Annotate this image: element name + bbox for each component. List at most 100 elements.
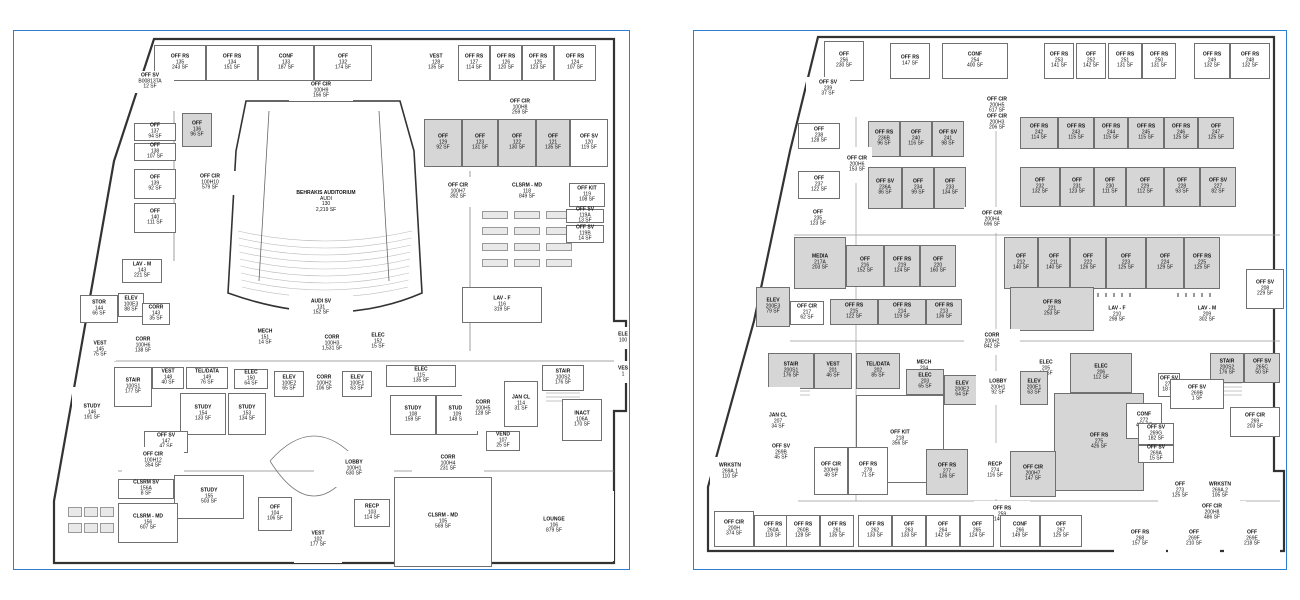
auditorium-num: 130 bbox=[321, 201, 331, 208]
room-area: 79 SF bbox=[766, 308, 780, 315]
room-area: 118 SF bbox=[765, 532, 781, 539]
room-number: 250 bbox=[1154, 57, 1164, 64]
room-name: JAN CL bbox=[511, 394, 531, 401]
room-name: OFF CIR bbox=[987, 96, 1007, 103]
room-number: 100S1 bbox=[125, 383, 141, 390]
room-name: OFF SV bbox=[875, 178, 895, 185]
room-number: 200S1 bbox=[783, 367, 799, 374]
room-number: 100H8 bbox=[512, 104, 528, 111]
room-area: 124 SF bbox=[968, 532, 986, 539]
room-area: 105 SF bbox=[1211, 492, 1229, 499]
room-area: 607 SF bbox=[139, 524, 157, 531]
room-name: OFF RS bbox=[1115, 51, 1135, 58]
room-area: 75 SF bbox=[93, 351, 107, 358]
room-area: 64 SF bbox=[955, 391, 969, 398]
room-number: 246 bbox=[1176, 129, 1186, 136]
room-number: 100S2 bbox=[555, 374, 571, 381]
room-name: ELEC bbox=[918, 372, 932, 379]
room-number: 114 bbox=[517, 400, 525, 407]
room-name: OFF bbox=[1189, 529, 1199, 536]
room-number: 147 bbox=[161, 438, 171, 445]
room-area: 136 SF bbox=[938, 473, 956, 480]
room-number: 100E3 bbox=[123, 301, 139, 308]
room-name: ELEC bbox=[371, 332, 385, 339]
room-name: OFF RS bbox=[565, 53, 585, 60]
room-number: 152 bbox=[373, 338, 383, 345]
room-name: OFF RS bbox=[1202, 51, 1222, 58]
room-name: CLSRM SV bbox=[133, 479, 159, 486]
room-area: 1,531 SF bbox=[321, 345, 343, 352]
room-number: 231 bbox=[1072, 183, 1082, 190]
room-area: 130 SF bbox=[508, 144, 526, 151]
room-name: VEND bbox=[496, 431, 510, 438]
room-name: STUDY bbox=[200, 487, 218, 494]
room-number: 200S2 bbox=[1219, 364, 1235, 371]
room-number: 205 bbox=[1041, 365, 1051, 372]
room-number: 269A.2 bbox=[1212, 487, 1228, 494]
room-area: 125 SF bbox=[1193, 264, 1211, 271]
room-number: 269E bbox=[1246, 535, 1258, 542]
room-name: OFF bbox=[1035, 177, 1045, 184]
classroom-table bbox=[514, 227, 540, 235]
room-area: 34 SF bbox=[771, 423, 785, 430]
room-area: 374 SF bbox=[725, 530, 743, 537]
room-number: 124 bbox=[570, 59, 580, 66]
room-name: OFF RS bbox=[763, 521, 783, 528]
room-name: OFF bbox=[813, 209, 823, 216]
room-name: CLSRM - MD bbox=[428, 512, 458, 519]
room-area: 400 SF bbox=[966, 62, 984, 69]
room-name: OFF RS bbox=[1130, 529, 1150, 536]
room-number: 222 bbox=[1083, 259, 1093, 266]
room-name: WRKSTN bbox=[719, 462, 741, 469]
room-name: OFF bbox=[911, 129, 921, 136]
room-area: 392 SF bbox=[449, 193, 467, 200]
room-number: 269 bbox=[1250, 418, 1260, 425]
room-name: OFF RS bbox=[1029, 123, 1049, 130]
room-number: 234 bbox=[913, 184, 923, 191]
room-name: OFF bbox=[839, 51, 849, 58]
room-area: 134 SF bbox=[238, 415, 256, 422]
room-number: 133 bbox=[281, 59, 291, 66]
room-area: 76 SF bbox=[200, 379, 214, 386]
room-area: 170 SF bbox=[573, 421, 591, 428]
room-name: OFF SV bbox=[1208, 177, 1228, 184]
classroom-table bbox=[514, 259, 540, 267]
room-number: 107 bbox=[498, 437, 508, 444]
